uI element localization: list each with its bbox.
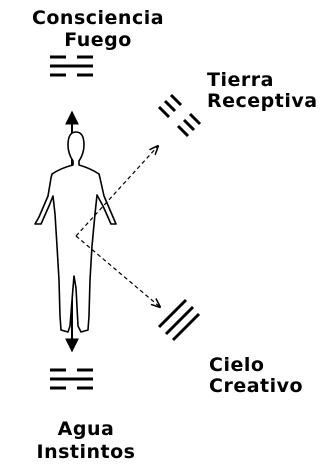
trigram-fire-icon	[50, 55, 93, 77]
trigram-water-icon	[50, 368, 93, 390]
label-creativo: Creativo	[209, 375, 304, 397]
label-fuego: Fuego	[64, 29, 132, 51]
label-consciencia: Consciencia	[31, 7, 165, 29]
trigram-heaven-icon	[157, 298, 201, 342]
label-tierra: Tierra	[207, 69, 274, 91]
arrow-to-cielo	[75, 235, 160, 307]
label-receptiva: Receptiva	[207, 90, 318, 112]
label-agua: Agua	[57, 418, 115, 440]
trigram-earth-icon	[157, 93, 202, 138]
human-figure-icon	[34, 131, 117, 333]
label-instintos: Instintos	[36, 441, 136, 463]
label-cielo: Cielo	[209, 354, 265, 376]
arrow-to-tierra	[75, 146, 158, 237]
